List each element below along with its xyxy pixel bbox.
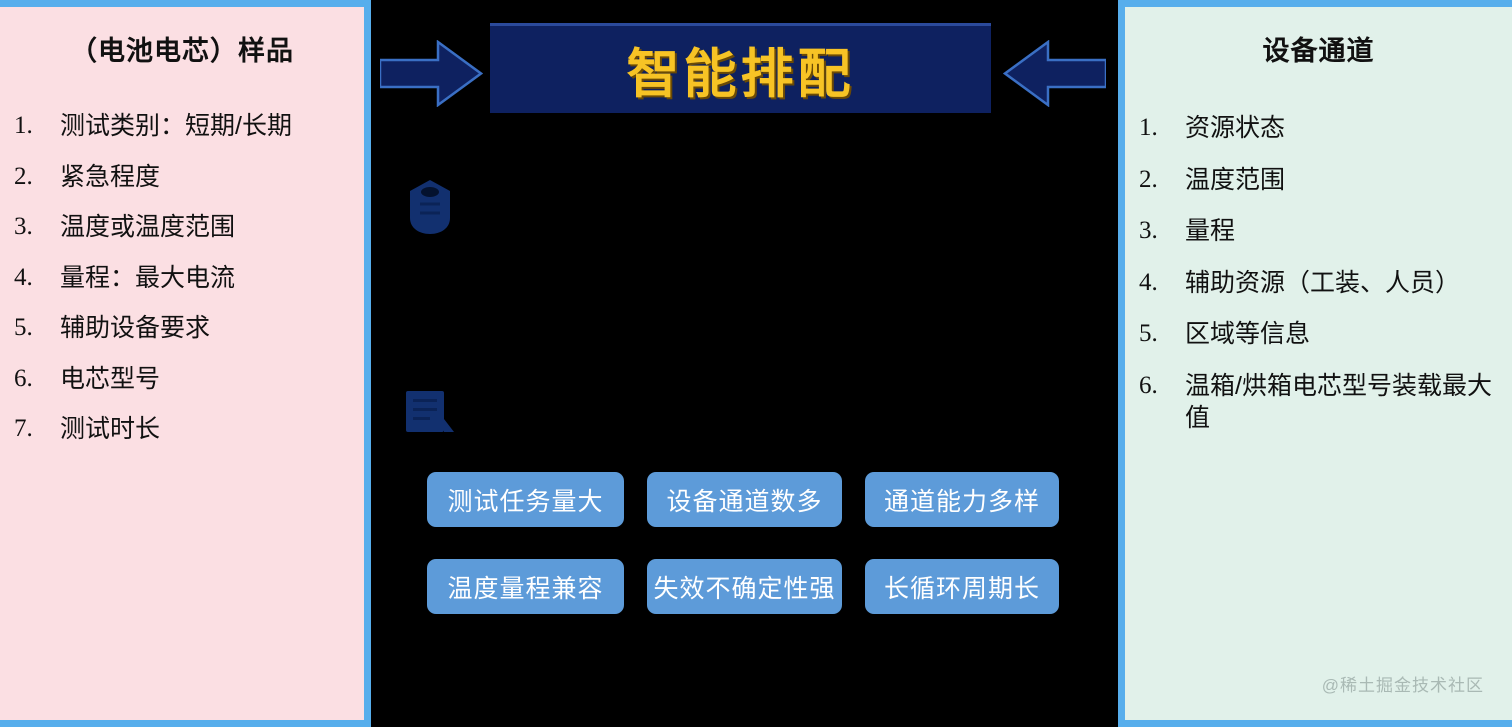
list-item-number: 6. <box>1139 371 1158 399</box>
list-item-label: 紧急程度 <box>60 162 161 191</box>
tag-box[interactable]: 通道能力多样 <box>865 472 1059 527</box>
tag-box[interactable]: 失效不确定性强 <box>647 559 842 614</box>
list-item-number: 1. <box>1139 114 1158 141</box>
list-item-number: 6. <box>14 364 33 392</box>
list-item-label: 量程：最大电流 <box>60 263 236 292</box>
list-item-label: 电芯型号 <box>60 364 161 393</box>
right-panel-title: 设备通道 <box>1262 36 1375 66</box>
list-item-number: 2. <box>14 162 33 190</box>
left-panel-title: （电池电芯）样品 <box>70 36 294 66</box>
list-item: 1. 测试类别：短期/长期 <box>14 110 364 143</box>
list-item: 2. 温度范围 <box>1139 164 1512 197</box>
tag-box[interactable]: 温度量程兼容 <box>427 559 624 614</box>
list-item: 4. 辅助资源（工装、人员） <box>1139 267 1512 300</box>
tag-box[interactable]: 长循环周期长 <box>865 559 1059 614</box>
list-item: 3. 温度或温度范围 <box>14 211 364 244</box>
list-item: 3. 量程 <box>1139 215 1512 248</box>
tag-box[interactable]: 测试任务量大 <box>427 472 624 527</box>
list-item-number: 4. <box>14 263 33 291</box>
list-item-number: 5. <box>1139 320 1158 347</box>
list-item-number: 7. <box>14 415 33 442</box>
list-item-label: 测试类别：短期/长期 <box>60 112 292 140</box>
right-panel-device-channel: 设备通道 1. 资源状态 2. 温度范围 3. 量程 4. 辅助资源（工装、人员… <box>1118 0 1512 727</box>
list-item-label: 区域等信息 <box>1185 320 1311 348</box>
tag-row: 测试任务量大 设备通道数多 通道能力多样 <box>427 472 1067 527</box>
list-item-label: 辅助资源（工装、人员） <box>1185 268 1461 297</box>
list-item-label: 温度或温度范围 <box>60 213 236 241</box>
list-item-number: 2. <box>1139 165 1158 193</box>
list-item-number: 3. <box>14 213 33 240</box>
list-item-label: 辅助设备要求 <box>60 314 211 342</box>
list-item-label: 温箱/烘箱电芯型号装载最大值 <box>1185 371 1492 433</box>
center-stage: 智能排配 测试任务量大 设备通道数多 <box>371 0 1118 727</box>
list-item: 5. 辅助设备要求 <box>14 312 364 345</box>
list-item-label: 量程 <box>1185 217 1236 245</box>
document-list-icon <box>404 389 456 439</box>
list-item-label: 温度范围 <box>1185 165 1286 194</box>
list-item: 1. 资源状态 <box>1139 112 1512 145</box>
tag-box[interactable]: 设备通道数多 <box>647 472 842 527</box>
battery-cell-icon <box>406 178 454 236</box>
list-item: 7. 测试时长 <box>14 413 364 446</box>
list-item-number: 3. <box>1139 217 1158 244</box>
arrow-right-icon <box>380 40 483 107</box>
list-item: 6. 电芯型号 <box>14 363 364 396</box>
list-item-label: 测试时长 <box>60 415 161 443</box>
list-item-label: 资源状态 <box>1185 114 1286 142</box>
banner-smart-scheduling: 智能排配 <box>490 23 991 113</box>
list-item: 5. 区域等信息 <box>1139 318 1512 351</box>
left-panel-list: 1. 测试类别：短期/长期 2. 紧急程度 3. 温度或温度范围 4. 量程：最… <box>0 110 364 446</box>
list-item: 2. 紧急程度 <box>14 161 364 194</box>
list-item-number: 5. <box>14 314 33 341</box>
banner-title: 智能排配 <box>626 44 855 104</box>
list-item-number: 1. <box>14 112 33 139</box>
challenge-tag-grid: 测试任务量大 设备通道数多 通道能力多样 温度量程兼容 失效不确定性强 长循环周… <box>427 472 1067 646</box>
arrow-left-icon <box>1003 40 1106 107</box>
list-item: 6. 温箱/烘箱电芯型号装载最大值 <box>1139 370 1512 435</box>
list-item: 4. 量程：最大电流 <box>14 262 364 295</box>
watermark: @稀土掘金技术社区 <box>1321 676 1484 695</box>
left-panel-sample-requirements: （电池电芯）样品 1. 测试类别：短期/长期 2. 紧急程度 3. 温度或温度范… <box>0 0 371 727</box>
tag-row: 温度量程兼容 失效不确定性强 长循环周期长 <box>427 559 1067 614</box>
right-panel-list: 1. 资源状态 2. 温度范围 3. 量程 4. 辅助资源（工装、人员） 5. … <box>1125 112 1512 435</box>
list-item-number: 4. <box>1139 268 1158 296</box>
